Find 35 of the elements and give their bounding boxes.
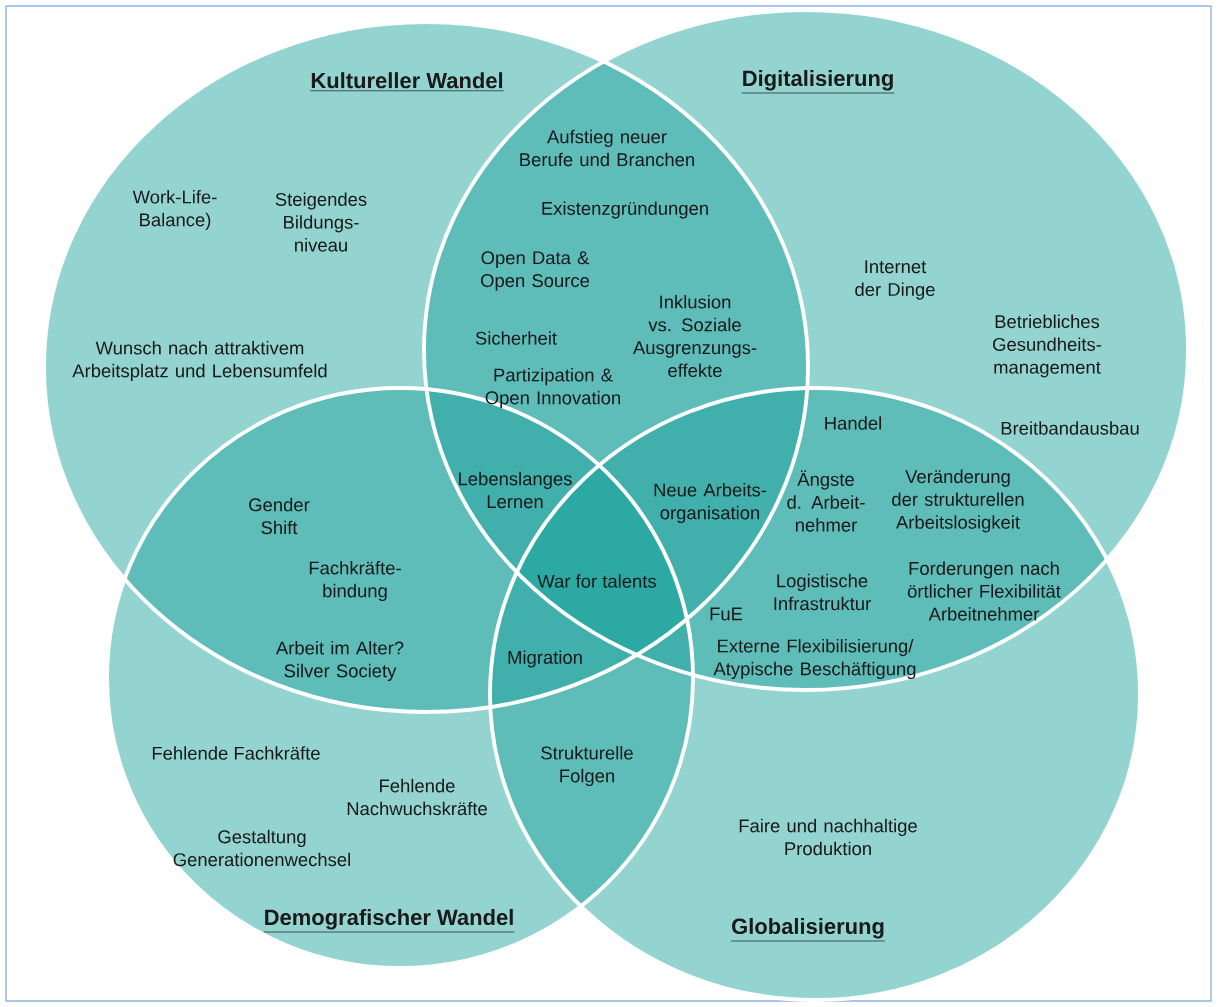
item-label: Breitbandausbau	[1001, 421, 1139, 435]
item-label: Veränderung der strukturellen Arbeitslosigkeit	[892, 469, 1024, 533]
item-label: Arbeit im Alter? Silver Society	[275, 641, 404, 682]
set-title: Kultureller Wandel	[310, 72, 504, 92]
item-label: Neue Arbeits- organisation	[654, 483, 767, 524]
item-label: Partizipation & Open Innovation	[485, 368, 620, 409]
item-label: Steigendes Bildungs- niveau	[275, 192, 367, 252]
item-label: Fehlende Fachkräfte	[152, 746, 320, 760]
item-label: Betriebliches Gesundheits- management	[993, 314, 1102, 378]
item-label: Gender Shift	[249, 497, 310, 535]
item-label: Inklusion vs. Soziale Ausgrenzungs- effekte	[633, 294, 757, 378]
item-label: Existenzgründungen	[542, 201, 708, 219]
item-label: Migration	[508, 650, 582, 668]
item-label: FuE	[710, 607, 743, 621]
item-label: Faire und nachhaltige Produktion	[739, 818, 917, 856]
item-label: Internet der Dinge	[855, 260, 935, 300]
item-label: War for talents	[537, 574, 656, 588]
item-label: Logistische Infrastruktur	[774, 573, 871, 611]
set-title: Demografischer Wandel	[263, 908, 515, 933]
item-label: Gestaltung Generationenwechsel	[173, 829, 350, 867]
item-label: Ängste d. Arbeit- nehmer	[787, 470, 865, 532]
item-label: Sicherheit	[475, 331, 557, 345]
item-label: Wunsch nach attraktivem Arbeitsplatz und Lebensumfeld	[72, 341, 327, 382]
set-title: Digitalisierung	[741, 69, 895, 94]
item-label: Externe Flexibilisierung/ Atypische Beschäftigung	[713, 639, 916, 680]
item-label: Aufstieg neuer Berufe und Branchen	[520, 129, 694, 167]
set-title: Globalisierung	[730, 917, 886, 942]
item-label: Work-Life- Balance)	[132, 190, 217, 231]
item-label: Open Data & Open Source	[481, 251, 590, 291]
item-label: Handel	[825, 416, 881, 430]
item-label: Lebenslanges Lernen	[459, 471, 572, 509]
item-label: Fachkräfte- bindung	[309, 561, 401, 602]
item-label: Forderungen nach örtlicher Flexibilität Arbeitnehmer	[907, 561, 1061, 621]
item-label: Fehlende Nachwuchskräfte	[347, 778, 487, 816]
item-label: Strukturelle Folgen	[541, 746, 633, 787]
